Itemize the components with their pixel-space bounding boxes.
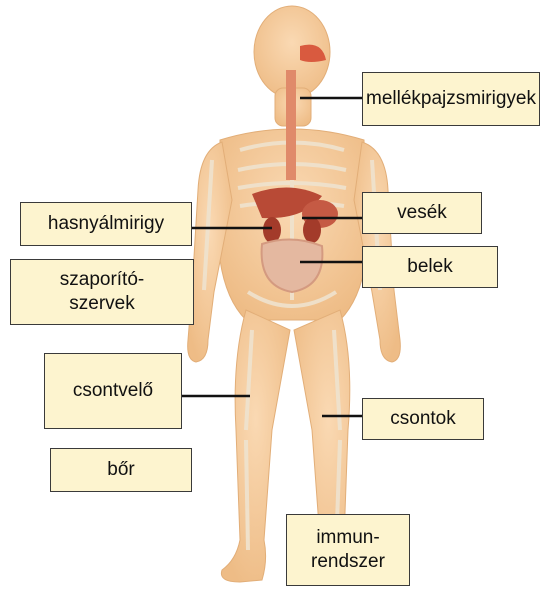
- label-hasnyalmirigy: hasnyálmirigy: [20, 202, 192, 246]
- label-vesek: vesék: [362, 192, 482, 234]
- label-csontvelo: csontvelő: [44, 353, 182, 429]
- kidney-right-shape: [303, 217, 321, 243]
- trachea-shape: [286, 70, 296, 180]
- kidney-left-shape: [263, 217, 281, 243]
- label-bor: bőr: [50, 448, 192, 492]
- label-mellekpajzsmirigyek: mellékpajzsmirigyek: [362, 72, 540, 126]
- label-immunrendszer: immun- rendszer: [286, 514, 410, 586]
- label-belek: belek: [362, 246, 498, 288]
- label-csontok: csontok: [362, 398, 484, 440]
- label-szaporitoszervek: szaporító- szervek: [10, 259, 194, 325]
